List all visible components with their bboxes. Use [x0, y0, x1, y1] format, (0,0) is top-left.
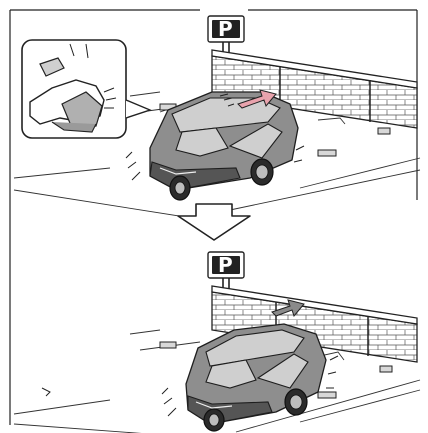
down-arrow-icon	[178, 204, 250, 240]
bottom-panel: P	[14, 252, 420, 433]
parking-sign-letter-bottom: P	[218, 253, 233, 277]
car-bottom	[162, 324, 338, 431]
parking-sign-letter: P	[218, 17, 233, 41]
pedal-inset	[22, 40, 150, 138]
car-top	[126, 92, 304, 200]
top-panel: P	[14, 16, 420, 224]
